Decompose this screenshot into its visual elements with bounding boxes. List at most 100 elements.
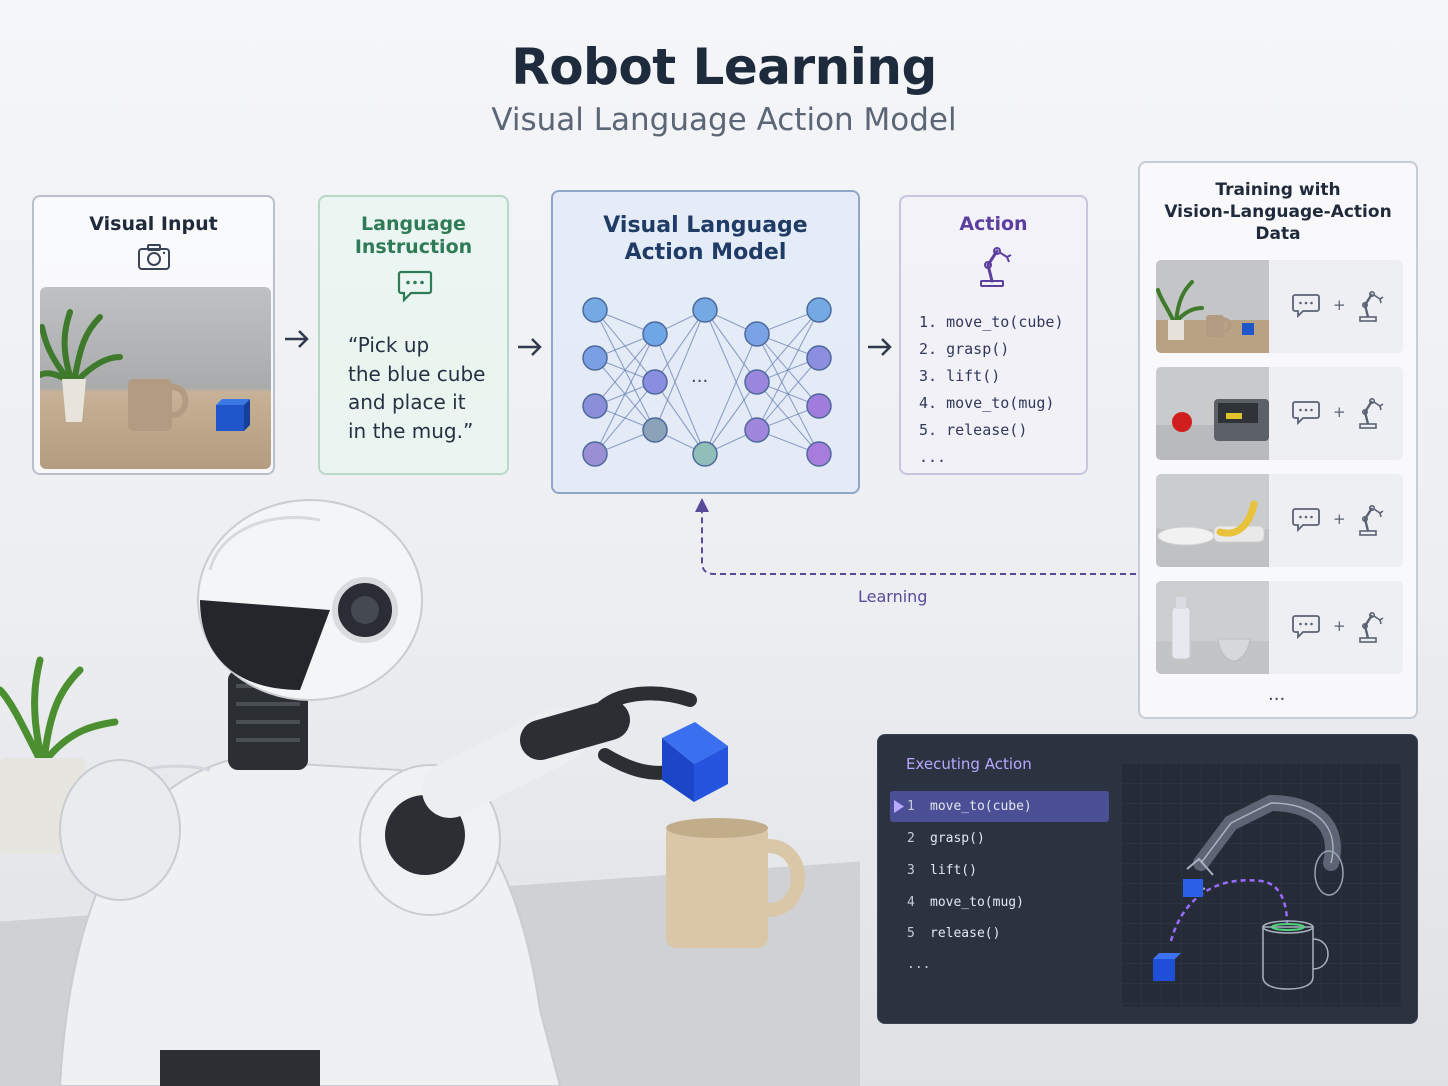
plus-sign: + xyxy=(1333,510,1346,528)
action-step: 5. release() xyxy=(919,421,1028,439)
exec-step-code: grasp() xyxy=(930,831,985,846)
page-subtitle: Visual Language Action Model xyxy=(491,102,957,138)
language-instruction-card: Language Instruction “Pick up the blue c… xyxy=(318,195,509,475)
action-title: Action xyxy=(959,213,1028,235)
training-scene-image xyxy=(1156,474,1269,567)
nn-connection xyxy=(654,333,706,455)
training-scene-image xyxy=(1156,581,1269,674)
camera-icon xyxy=(137,243,171,271)
nn-node xyxy=(642,369,668,395)
exec-step-number: 2 xyxy=(907,831,915,846)
nn-connection xyxy=(594,333,656,407)
learning-label: Learning xyxy=(858,587,928,606)
nn-node xyxy=(806,393,832,419)
training-ellipsis: ... xyxy=(1268,684,1286,705)
plus-sign: + xyxy=(1333,617,1346,635)
table-scene-image xyxy=(40,287,271,469)
robot-arm-icon xyxy=(1356,288,1386,324)
page-title: Robot Learning xyxy=(511,38,937,96)
arm-trajectory-visualization xyxy=(1121,763,1402,1007)
play-marker-icon xyxy=(893,800,905,813)
exec-panel-title: Executing Action xyxy=(906,755,1032,773)
nn-node xyxy=(642,321,668,347)
action-card: Action 1. move_to(cube) 2. grasp() 3. li… xyxy=(899,195,1088,475)
nn-node xyxy=(692,441,718,467)
chat-bubble-icon xyxy=(397,269,433,303)
training-title-line1: Training with xyxy=(1215,180,1341,200)
chat-bubble-icon xyxy=(1292,614,1320,640)
neural-network-diagram xyxy=(573,292,843,472)
action-step: 2. grasp() xyxy=(919,340,1010,358)
action-step: 4. move_to(mug) xyxy=(919,394,1055,412)
training-title-line2: Vision-Language-Action xyxy=(1164,202,1392,222)
exec-step-code: move_to(cube) xyxy=(930,799,1032,814)
nn-node xyxy=(744,321,770,347)
model-title-line1: Visual Language xyxy=(603,213,808,238)
training-scene-image xyxy=(1156,367,1269,460)
arrow-right-icon xyxy=(516,336,544,358)
chat-bubble-icon xyxy=(1292,293,1320,319)
exec-step-code: move_to(mug) xyxy=(930,895,1024,910)
robot-arm-icon xyxy=(975,243,1015,289)
nn-connection xyxy=(594,333,656,455)
arrow-right-icon xyxy=(283,328,311,350)
arrow-right-icon xyxy=(866,336,894,358)
training-sample-row: + xyxy=(1156,581,1403,674)
nn-node xyxy=(692,297,718,323)
model-ellipsis: ... xyxy=(691,366,709,387)
nn-node xyxy=(806,345,832,371)
exec-step-row[interactable]: 1 move_to(cube) xyxy=(890,791,1109,822)
vla-model-card: Visual Language Action Model ... xyxy=(551,190,860,494)
humanoid-robot-illustration xyxy=(0,490,860,1086)
model-title-line2: Action Model xyxy=(624,240,787,265)
nn-node xyxy=(806,297,832,323)
executing-action-panel: Executing Action 1 move_to(cube) 2 grasp… xyxy=(877,734,1418,1024)
exec-step-number: 4 xyxy=(907,895,915,910)
training-sample-row: + xyxy=(1156,474,1403,567)
nn-connection xyxy=(704,381,758,455)
nn-connection xyxy=(594,381,656,455)
exec-step-row[interactable]: 2 grasp() xyxy=(890,823,1109,854)
nn-connection xyxy=(756,357,820,431)
exec-step-row[interactable]: 5 release() xyxy=(890,918,1109,949)
nn-node xyxy=(582,297,608,323)
visual-input-card: Visual Input xyxy=(32,195,275,475)
exec-step-code: release() xyxy=(930,926,1001,941)
learning-feedback-arrow xyxy=(690,494,1140,580)
nn-node xyxy=(744,369,770,395)
training-sample-row: + xyxy=(1156,260,1403,353)
chat-bubble-icon xyxy=(1292,507,1320,533)
robot-arm-icon xyxy=(1356,395,1386,431)
action-ellipsis: ... xyxy=(919,448,947,466)
language-title-line1: Language xyxy=(361,213,466,235)
nn-connection xyxy=(704,309,758,383)
action-step: 1. move_to(cube) xyxy=(919,313,1064,331)
training-scene-image xyxy=(1156,260,1269,353)
exec-step-row[interactable]: 3 lift() xyxy=(890,855,1109,886)
instruction-quote: “Pick up the blue cube and place it in t… xyxy=(348,333,486,443)
exec-ellipsis: ... xyxy=(907,957,931,972)
plus-sign: + xyxy=(1333,403,1346,421)
nn-node xyxy=(582,393,608,419)
nn-node xyxy=(582,441,608,467)
nn-connection xyxy=(704,309,758,431)
nn-node xyxy=(806,441,832,467)
action-step: 3. lift() xyxy=(919,367,1001,385)
chat-bubble-icon xyxy=(1292,400,1320,426)
training-sample-row: + xyxy=(1156,367,1403,460)
exec-step-row[interactable]: 4 move_to(mug) xyxy=(890,887,1109,918)
nn-node xyxy=(744,417,770,443)
robot-arm-icon xyxy=(1356,609,1386,645)
plus-sign: + xyxy=(1333,296,1346,314)
nn-node xyxy=(582,345,608,371)
training-data-panel: Training with Vision-Language-Action Dat… xyxy=(1138,161,1418,719)
language-title-line2: Instruction xyxy=(354,236,473,258)
nn-connection xyxy=(654,309,706,383)
exec-step-number: 1 xyxy=(907,799,915,814)
training-title-line3: Data xyxy=(1255,224,1301,244)
robot-arm-icon xyxy=(1356,502,1386,538)
visual-input-title: Visual Input xyxy=(89,213,218,235)
exec-step-number: 5 xyxy=(907,926,915,941)
exec-step-number: 3 xyxy=(907,863,915,878)
nn-connection xyxy=(654,381,706,455)
